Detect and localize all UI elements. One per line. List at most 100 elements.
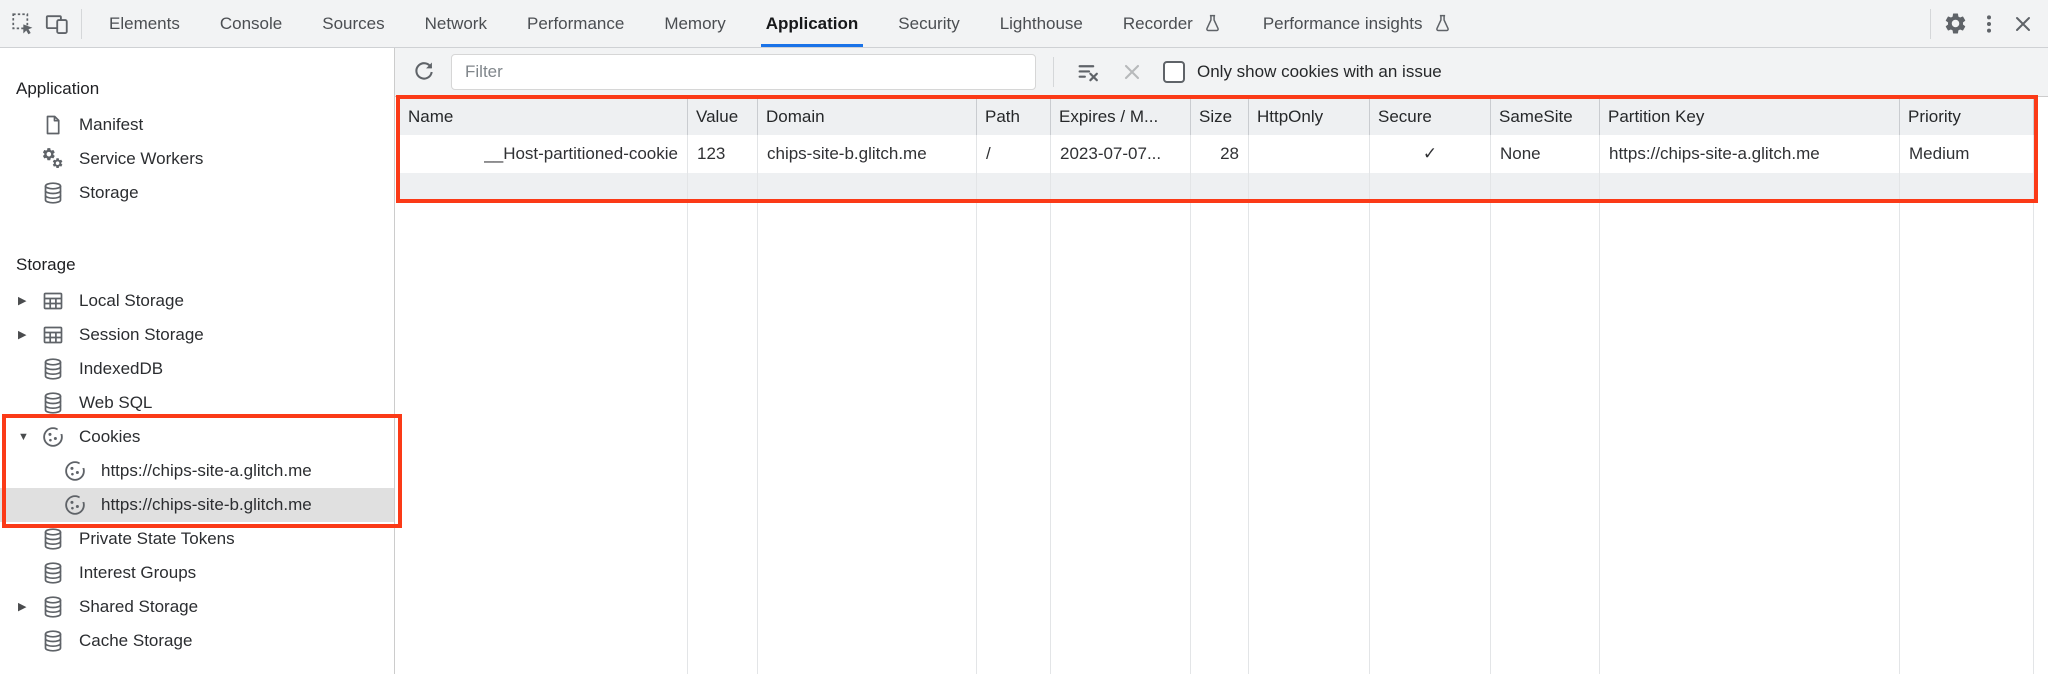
only-issues-label: Only show cookies with an issue — [1197, 62, 1442, 81]
clear-x-icon — [1124, 64, 1140, 80]
cookie-table-row[interactable]: __Host-partitioned-cookie 123 chips-site… — [400, 135, 2034, 173]
refresh-button[interactable] — [407, 55, 441, 89]
sidebar-item-label: https://chips-site-a.glitch.me — [101, 461, 312, 480]
tab-label: Sources — [322, 13, 385, 33]
tab-security[interactable]: Security — [878, 0, 979, 47]
toggle-device-toolbar-button[interactable] — [40, 7, 74, 41]
tab-performance-insights[interactable]: Performance insights — [1243, 0, 1473, 47]
sidebar-item-cookie-origin-b[interactable]: https://chips-site-b.glitch.me — [0, 488, 394, 522]
sidebar-item-label: Web SQL — [79, 393, 153, 412]
sidebar-item-local-storage[interactable]: ▶ Local Storage — [0, 284, 394, 318]
sidebar-item-storage[interactable]: Storage — [0, 176, 394, 210]
toolbar-right-controls — [1923, 7, 2048, 41]
cell-priority[interactable]: Medium — [1900, 135, 2034, 173]
sidebar-item-service-workers[interactable]: Service Workers — [0, 142, 394, 176]
sidebar-item-label: Cookies — [79, 427, 141, 446]
tab-performance[interactable]: Performance — [507, 0, 644, 47]
cookie-table-empty-row — [400, 173, 2034, 199]
cell-partition-key[interactable]: https://chips-site-a.glitch.me — [1600, 135, 1900, 173]
application-tree: Manifest Service Workers — [0, 108, 394, 210]
column-header-expires[interactable]: Expires / M... — [1051, 99, 1191, 135]
more-options-button[interactable] — [1972, 7, 2006, 41]
tab-memory[interactable]: Memory — [644, 0, 745, 47]
column-header-httponly[interactable]: HttpOnly — [1249, 99, 1370, 135]
refresh-icon — [415, 62, 433, 80]
sidebar-item-shared-storage[interactable]: ▶ Shared Storage — [0, 590, 394, 624]
cell-samesite[interactable]: None — [1491, 135, 1600, 173]
settings-button[interactable] — [1938, 7, 1972, 41]
database-icon — [40, 180, 66, 206]
cell-path[interactable]: / — [977, 135, 1051, 173]
sidebar-item-interest-groups[interactable]: Interest Groups — [0, 556, 394, 590]
toolbar-divider — [81, 8, 82, 39]
sidebar-item-web-sql[interactable]: Web SQL — [0, 386, 394, 420]
sidebar-item-label: Local Storage — [79, 291, 184, 310]
cell-expires[interactable]: 2023-07-07... — [1051, 135, 1191, 173]
tab-label: Security — [898, 13, 960, 33]
cookie-icon — [40, 424, 66, 450]
tab-label: Application — [765, 13, 859, 33]
sidebar-item-label: https://chips-site-b.glitch.me — [101, 495, 312, 514]
tab-label: Recorder — [1122, 13, 1193, 33]
cell-domain[interactable]: chips-site-b.glitch.me — [758, 135, 977, 173]
tab-label: Console — [219, 13, 283, 33]
filter-input[interactable] — [451, 54, 1036, 90]
database-icon — [40, 594, 66, 620]
sidebar-item-session-storage[interactable]: ▶ Session Storage — [0, 318, 394, 352]
experiment-flask-icon — [1205, 14, 1219, 32]
table-icon — [40, 322, 66, 348]
column-header-value[interactable]: Value — [688, 99, 758, 135]
column-header-path[interactable]: Path — [977, 99, 1051, 135]
chevron-right-icon[interactable]: ▶ — [18, 600, 27, 613]
column-header-partition-key[interactable]: Partition Key — [1600, 99, 1900, 135]
sidebar-item-cookie-origin-a[interactable]: https://chips-site-a.glitch.me — [0, 454, 394, 488]
sidebar-item-label: Interest Groups — [79, 563, 197, 582]
delete-all-cookies-button[interactable] — [1115, 55, 1149, 89]
sidebar-item-manifest[interactable]: Manifest — [0, 108, 394, 142]
sidebar-item-label: Manifest — [79, 115, 144, 134]
cookie-icon — [62, 458, 88, 484]
toolbar-divider — [1053, 57, 1054, 87]
inspect-element-button[interactable] — [6, 7, 40, 41]
tab-recorder[interactable]: Recorder — [1103, 0, 1243, 47]
cell-value[interactable]: 123 — [688, 135, 758, 173]
gears-icon — [40, 146, 66, 172]
cookie-table-header: Name Value Domain Path Expires / M... Si… — [400, 99, 2034, 136]
tab-label: Memory — [664, 13, 726, 33]
tab-elements[interactable]: Elements — [89, 0, 200, 47]
storage-tree: ▶ Local Storage ▶ — [0, 284, 394, 658]
tab-network[interactable]: Network — [405, 0, 507, 47]
column-header-size[interactable]: Size — [1191, 99, 1249, 135]
sidebar-item-label: Private State Tokens — [79, 529, 235, 548]
cell-name[interactable]: __Host-partitioned-cookie — [400, 135, 688, 173]
cookie-icon — [62, 492, 88, 518]
tab-lighthouse[interactable]: Lighthouse — [980, 0, 1103, 47]
experiment-flask-icon — [1435, 14, 1449, 32]
chevron-right-icon[interactable]: ▶ — [18, 328, 27, 341]
sidebar-item-label: Storage — [79, 183, 139, 202]
cell-size[interactable]: 28 — [1191, 135, 1249, 173]
database-icon — [40, 628, 66, 654]
column-header-secure[interactable]: Secure — [1370, 99, 1491, 135]
column-header-domain[interactable]: Domain — [758, 99, 977, 135]
cell-httponly[interactable] — [1249, 135, 1370, 173]
sidebar-item-private-state-tokens[interactable]: Private State Tokens — [0, 522, 394, 556]
tab-sources[interactable]: Sources — [302, 0, 404, 47]
column-header-name[interactable]: Name — [400, 99, 688, 135]
clear-filter-button[interactable] — [1071, 55, 1105, 89]
only-issues-checkbox[interactable] — [1163, 61, 1185, 83]
tab-console[interactable]: Console — [200, 0, 302, 47]
sidebar-item-indexeddb[interactable]: IndexedDB — [0, 352, 394, 386]
sidebar-item-label: IndexedDB — [79, 359, 164, 378]
sidebar-item-cookies[interactable]: ▼ Cookies — [0, 420, 394, 454]
devtools-tabbar: Elements Console Sources Network Perform… — [0, 0, 2048, 48]
chevron-down-icon[interactable]: ▼ — [18, 430, 29, 443]
cell-secure-checkmark[interactable]: ✓ — [1370, 135, 1491, 173]
chevron-right-icon[interactable]: ▶ — [18, 294, 27, 307]
sidebar-section-storage: Storage — [16, 255, 76, 274]
sidebar-item-cache-storage[interactable]: Cache Storage — [0, 624, 394, 658]
tab-application[interactable]: Application — [746, 0, 879, 47]
column-header-priority[interactable]: Priority — [1900, 99, 2034, 135]
column-header-samesite[interactable]: SameSite — [1491, 99, 1600, 135]
close-devtools-button[interactable] — [2006, 7, 2040, 41]
